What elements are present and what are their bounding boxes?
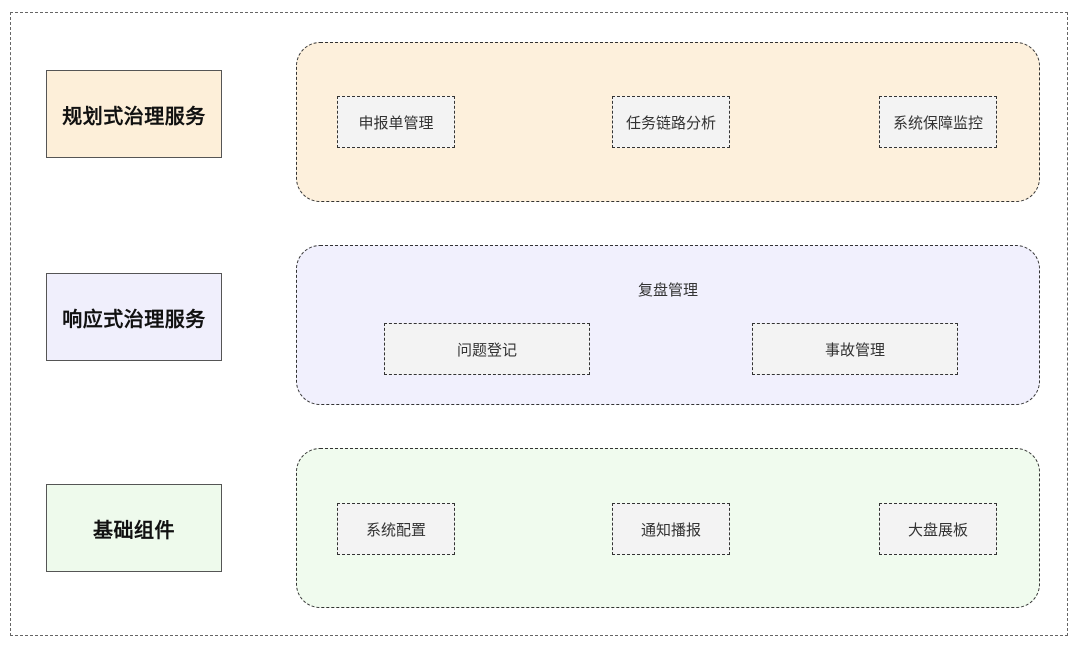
review-management-caption: 复盘管理: [637, 281, 698, 299]
module-system-assurance-monitoring: 系统保障监控: [879, 96, 997, 148]
module-task-chain-analysis: 任务链路分析: [612, 96, 730, 148]
layer-label-foundation-components: 基础组件: [46, 484, 222, 572]
layer-panel-planned-governance: 申报单管理 任务链路分析 系统保障监控: [296, 42, 1040, 202]
diagram-frame: [10, 12, 1068, 636]
layer-label-responsive-governance: 响应式治理服务: [46, 273, 222, 361]
layer-panel-foundation-components: 系统配置 通知播报 大盘展板: [296, 448, 1040, 608]
module-system-configuration: 系统配置: [337, 503, 455, 555]
layer-label-planned-governance: 规划式治理服务: [46, 70, 222, 158]
module-declaration-management: 申报单管理: [337, 96, 455, 148]
module-issue-registration: 问题登记: [384, 323, 590, 375]
module-notification-broadcast: 通知播报: [612, 503, 730, 555]
module-incident-management: 事故管理: [752, 323, 958, 375]
module-dashboard-display: 大盘展板: [879, 503, 997, 555]
layer-panel-responsive-governance: 复盘管理 问题登记 事故管理: [296, 245, 1040, 405]
